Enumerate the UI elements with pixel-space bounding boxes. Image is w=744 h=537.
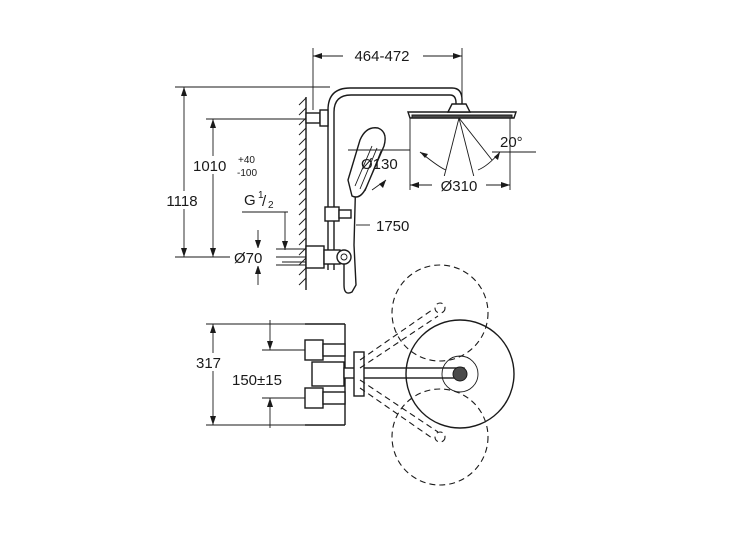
plan-thermostat (311, 361, 345, 387)
hose (343, 169, 357, 294)
dim-plan-height: 317 (196, 355, 221, 372)
outlet-knob (336, 249, 352, 265)
dim-thread: G (244, 192, 256, 209)
dim-rosette: Ø70 (234, 250, 262, 267)
dim-handshower-diameter: Ø130 (361, 156, 398, 173)
shower-head (407, 103, 517, 119)
dim-hose-length: 1750 (376, 218, 409, 235)
angle-line-left (441, 117, 460, 186)
plan-view: 317 150±15 (194, 264, 515, 486)
dim-thread-den: 2 (268, 200, 274, 211)
dim-top-width: 464-472 (354, 48, 409, 65)
wall-hatch (298, 97, 307, 290)
riser-pipe (327, 87, 463, 270)
elevation-view: 464-472 Ø310 20° Ø130 1750 1118 (160, 46, 536, 294)
hand-shower (347, 127, 386, 198)
dim-head-diameter: Ø310 (441, 178, 478, 195)
angle-line-right (458, 117, 477, 186)
dim-thread-num: 1 (258, 190, 264, 201)
svg-text:/: / (262, 193, 267, 210)
dim-tolerance-minus: -100 (237, 168, 257, 179)
wall-bracket-top (305, 112, 321, 124)
slider (324, 206, 340, 222)
dim-center-distance: 150±15 (232, 372, 282, 389)
thermostat-body (305, 245, 325, 269)
dim-tolerance-plus: +40 (238, 155, 255, 166)
dim-angle: 20° (500, 134, 523, 151)
dim-main-height: 1010 (193, 158, 226, 175)
dim-total-height: 1118 (166, 193, 197, 210)
plan-head (405, 319, 515, 429)
plan-valve-top (304, 339, 324, 361)
swing-position-upper (391, 264, 489, 362)
swing-position-lower (391, 388, 489, 486)
plan-valve-bottom (304, 387, 324, 409)
